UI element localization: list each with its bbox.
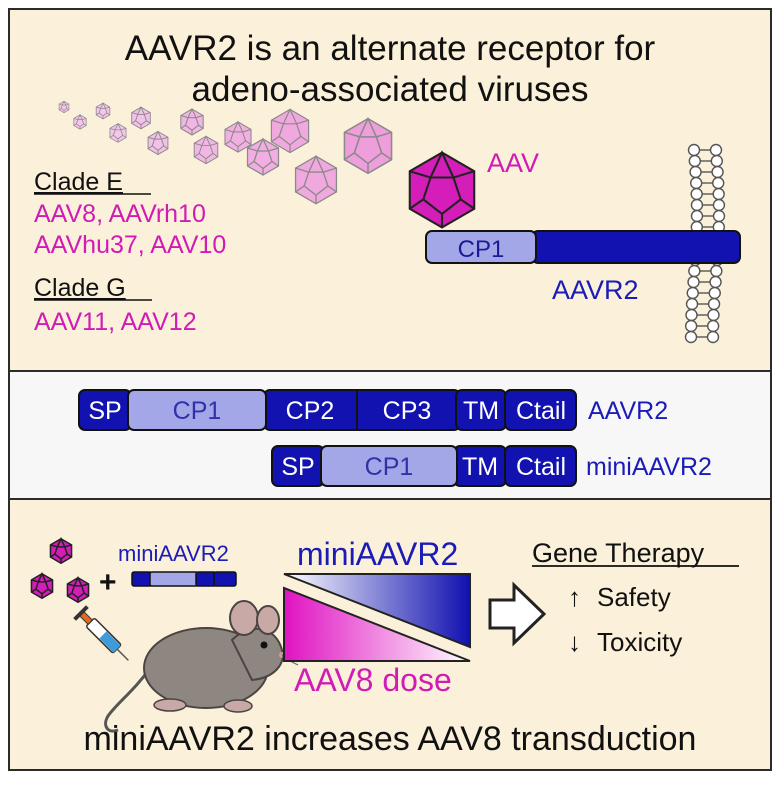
domain-label-cp1: CP1 — [173, 397, 222, 425]
lipid-head — [712, 198, 726, 212]
virus-particle-icon — [193, 135, 219, 165]
aav-virus-icon — [30, 571, 54, 600]
lipid-head — [709, 275, 722, 289]
virus-particle-icon — [58, 100, 70, 114]
gene-therapy-heading: Gene Therapy — [532, 538, 705, 568]
virus-particle-icon — [180, 107, 204, 136]
lipid-head — [712, 187, 725, 201]
lipid-head — [709, 143, 723, 157]
virus-stream — [58, 100, 393, 205]
domain-label-tm: TM — [463, 397, 499, 425]
aav-label: AAV — [487, 148, 539, 178]
construct-name-miniaavr2: miniAAVR2 — [586, 453, 712, 481]
receptor-cp1-domain — [425, 230, 537, 264]
lipid-head — [690, 176, 703, 190]
gradient-bottom-label: AAV8 dose — [294, 662, 452, 698]
construct-name-aavr2: AAVR2 — [588, 397, 668, 425]
miniaavr2-mini-construct-icon — [131, 571, 237, 587]
mouse-icon — [104, 600, 301, 733]
domain-label-tm: TM — [462, 453, 498, 481]
receptor-body — [531, 230, 741, 264]
virus-particle-icon — [294, 154, 338, 205]
domain-block — [504, 445, 577, 487]
virus-particle-icon — [270, 107, 310, 154]
lipid-head — [707, 297, 721, 311]
clade-g-heading: Clade G — [34, 274, 126, 302]
down-arrow-icon: ↓ — [568, 627, 581, 657]
lipid-head — [690, 187, 703, 201]
lipid-head — [688, 264, 701, 278]
domain-block — [504, 389, 577, 431]
outcome-label-safety: Safety — [597, 582, 671, 612]
virus-particle-icon — [224, 120, 252, 153]
title-line-2: adeno-associated viruses — [192, 70, 589, 109]
domain-block — [320, 445, 458, 487]
syringe-icon — [73, 605, 129, 661]
gradient-top-label: miniAAVR2 — [297, 536, 458, 572]
domain-label-cp1: CP1 — [365, 453, 414, 481]
aavr2-construct: SP CP1 CP2 CP3 TM Ctail AAVR2 — [78, 389, 668, 431]
virus-particle-icon — [73, 113, 87, 130]
domain-block — [127, 389, 267, 431]
lipid-head — [707, 308, 720, 322]
clade-e-heading: Clade E — [34, 168, 123, 196]
aav-virus-icon — [408, 150, 476, 229]
domain-label-ctail: Ctail — [516, 453, 566, 481]
lipid-head — [710, 154, 724, 168]
construct-label: miniAAVR2 — [118, 541, 229, 566]
lipid-head — [711, 165, 724, 179]
virus-particle-icon — [109, 122, 127, 143]
receptor-cp1-label: CP1 — [458, 236, 505, 263]
lipid-head — [687, 143, 701, 157]
lipid-head — [712, 176, 725, 190]
receptor-label: AAVR2 — [552, 275, 639, 305]
clade-e-member: AAV8, AAVrh10 — [34, 200, 206, 228]
clade-e-member: AAVhu37, AAV10 — [34, 231, 226, 259]
lipid-head — [712, 209, 726, 223]
up-arrow-icon: ↑ — [568, 582, 581, 612]
domain-label-ctail: Ctail — [516, 397, 566, 425]
lipid-head — [690, 209, 704, 223]
domain-label-sp: SP — [281, 453, 314, 481]
lipid-head — [688, 154, 702, 168]
domain-label-cp3: CP3 — [383, 397, 432, 425]
lipid-head — [684, 319, 698, 333]
lipid-head — [710, 264, 723, 278]
virus-particle-icon — [147, 130, 169, 156]
virus-particle-icon — [343, 116, 393, 175]
plus-sign: + — [99, 566, 117, 599]
lipid-head — [687, 275, 700, 289]
miniaavr2-gradient-triangle — [283, 573, 471, 649]
lipid-head — [685, 297, 699, 311]
lipid-head — [706, 330, 720, 344]
lipid-head — [708, 286, 721, 300]
lipid-head — [689, 165, 702, 179]
domain-label-sp: SP — [88, 397, 121, 425]
clade-g-member: AAV11, AAV12 — [34, 308, 197, 336]
outcome-label-toxicity: Toxicity — [597, 627, 682, 657]
virus-particle-icon — [246, 137, 280, 176]
aav-virus-icon — [49, 536, 73, 565]
lipid-head — [685, 308, 698, 322]
lipid-head — [706, 319, 720, 333]
virus-particle-icon — [95, 102, 111, 120]
footer-conclusion: miniAAVR2 increases AAV8 transduction — [84, 720, 697, 758]
title-line-1: AAVR2 is an alternate receptor for — [125, 29, 656, 68]
lipid-head — [684, 330, 698, 344]
top-panel — [8, 8, 772, 372]
aav8-dose-gradient-triangle — [283, 586, 471, 662]
lipid-head — [690, 198, 704, 212]
aav-virus-icon — [66, 575, 90, 604]
miniaavr2-construct: SP CP1 TM Ctail miniAAVR2 — [271, 445, 712, 487]
outcome-arrow-icon — [488, 581, 547, 647]
lipid-head — [686, 286, 699, 300]
domain-label-cp2: CP2 — [286, 397, 335, 425]
virus-particle-icon — [131, 106, 151, 130]
